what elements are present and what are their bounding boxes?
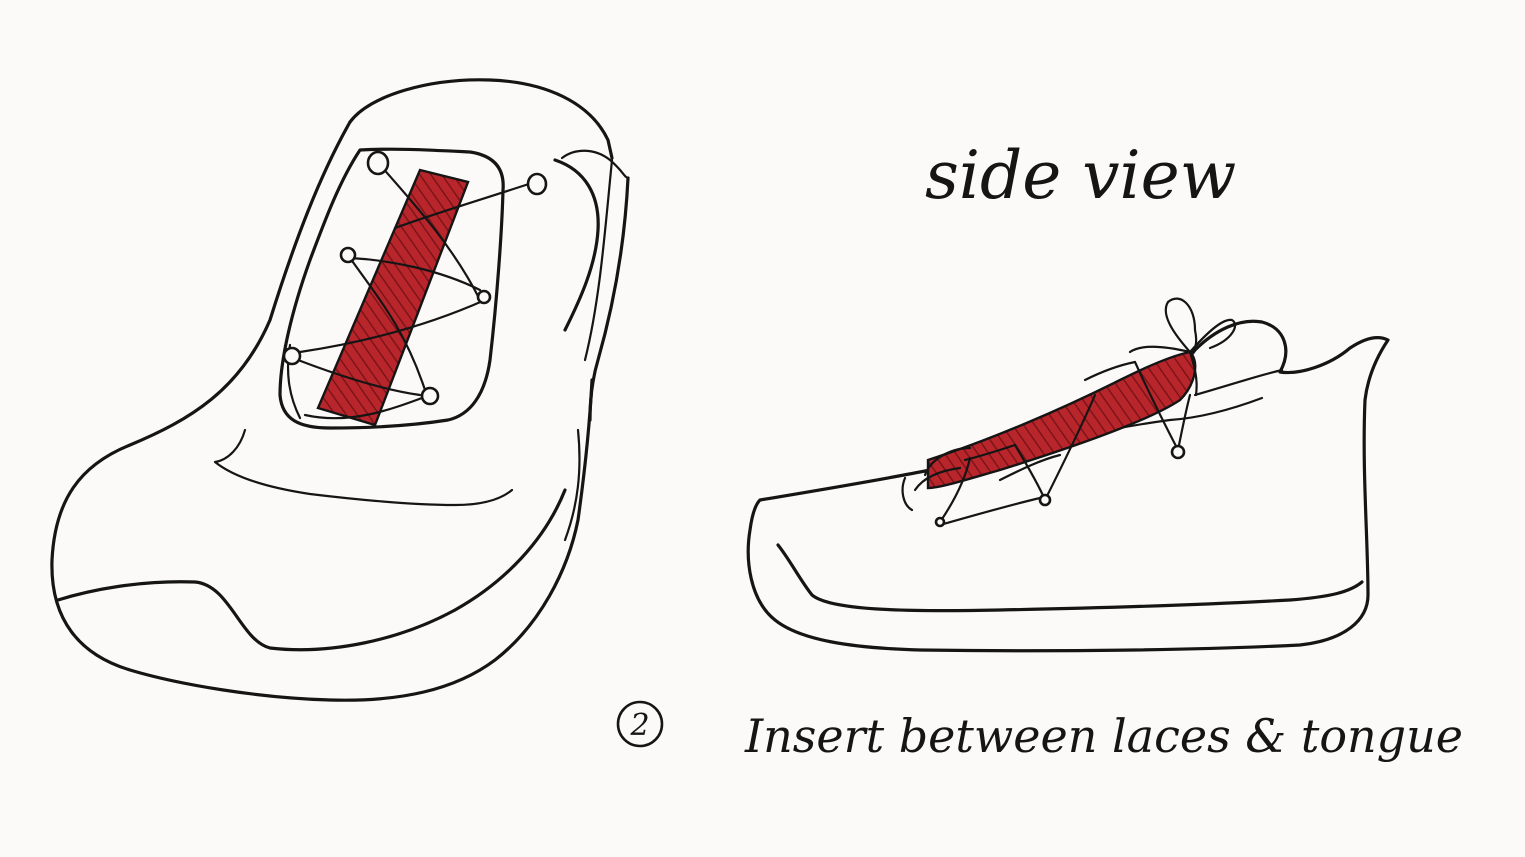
step-number-badge: 2 — [618, 702, 662, 746]
side-view-label: side view — [925, 137, 1236, 214]
instruction-label: Insert between laces & tongue — [744, 709, 1463, 763]
side-shoe-collar — [1195, 370, 1282, 395]
shoe-collar-inner — [555, 160, 598, 330]
side-view-shoe — [748, 299, 1388, 651]
shoe-collar — [350, 80, 612, 158]
heel-tab — [562, 151, 628, 178]
shoe-side-seam — [585, 160, 612, 360]
side-shoe-toe-mark — [903, 478, 912, 510]
insert-top-view — [318, 170, 468, 425]
step-number: 2 — [629, 708, 649, 743]
top-view-shoe — [52, 80, 628, 700]
sole-line — [58, 490, 565, 650]
vamp-line — [215, 430, 512, 505]
side-shoe-midsole — [778, 545, 1362, 611]
shoe-outline-left — [52, 122, 592, 700]
